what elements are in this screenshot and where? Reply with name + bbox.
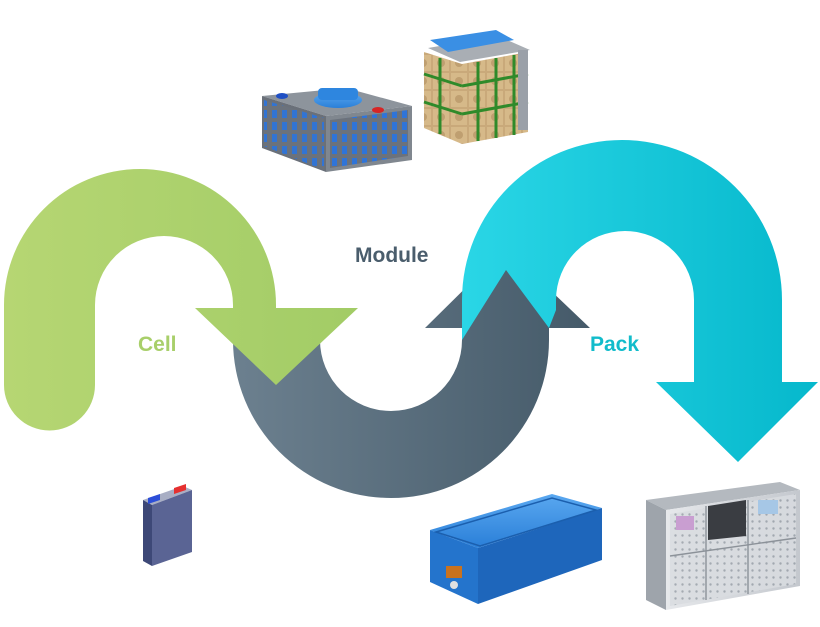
module-label: Module [355,244,429,267]
module-large-image [423,30,530,144]
pack-cabinet-image [646,482,800,610]
module-small-image [262,88,412,172]
pack-label: Pack [590,333,640,356]
pack-blue-image [430,494,602,604]
prismatic-cell-image [143,484,192,566]
module-arrow [233,248,590,498]
pack-arrow [462,140,818,462]
cell-label: Cell [138,333,177,356]
cell-arrow [4,169,358,431]
